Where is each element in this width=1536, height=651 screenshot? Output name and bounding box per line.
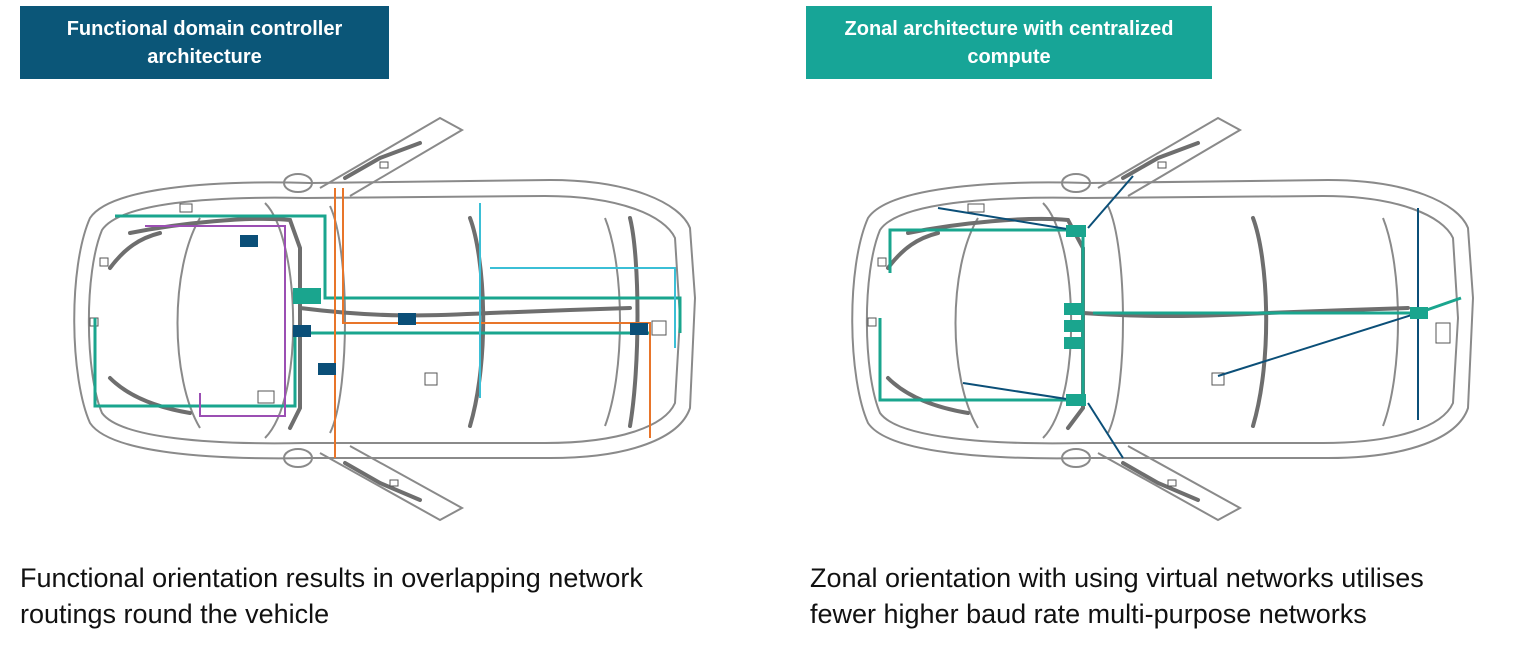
central-compute-2 [1064, 320, 1084, 332]
zone-controller-rear-left [1066, 394, 1086, 406]
network-zonal-navy [937, 175, 1419, 459]
right-caption-line2: fewer higher baud rate multi-purpose net… [810, 599, 1367, 629]
left-caption-line2: routings round the vehicle [20, 599, 330, 629]
right-car-diagram [851, 116, 1475, 522]
connectors [89, 161, 667, 487]
central-compute-3 [1064, 337, 1084, 349]
right-caption-line1: Zonal orientation with using virtual net… [810, 563, 1424, 593]
network-zonal-teal [878, 228, 1462, 402]
domain-controller-1 [240, 235, 258, 247]
domain-controller-6 [630, 323, 648, 335]
left-title-box: Functional domain controller architectur… [20, 6, 389, 79]
left-caption-line1: Functional orientation results in overla… [20, 563, 643, 593]
network-orange [334, 188, 651, 458]
network-teal [93, 214, 682, 408]
domain-controller-2 [293, 288, 321, 304]
car-body-outline [73, 116, 697, 522]
right-title: Zonal architecture with centralized comp… [844, 17, 1174, 68]
domain-controller-3 [293, 325, 311, 337]
zone-controller-rear [1410, 307, 1428, 319]
central-compute-1 [1064, 303, 1084, 315]
left-title: Functional domain controller architectur… [66, 17, 343, 68]
domain-controller-4 [318, 363, 336, 375]
network-cyan [479, 203, 676, 398]
domain-controllers [240, 235, 648, 375]
domain-controller-5 [398, 313, 416, 325]
left-caption: Functional orientation results in overla… [20, 560, 643, 632]
zone-controller-front-left [1066, 225, 1086, 237]
right-title-box: Zonal architecture with centralized comp… [806, 6, 1212, 79]
zonal-controllers [1064, 225, 1428, 406]
car-body-outline [851, 116, 1475, 522]
left-car-diagram [73, 116, 697, 522]
network-purple [145, 225, 286, 417]
right-caption: Zonal orientation with using virtual net… [810, 560, 1424, 632]
